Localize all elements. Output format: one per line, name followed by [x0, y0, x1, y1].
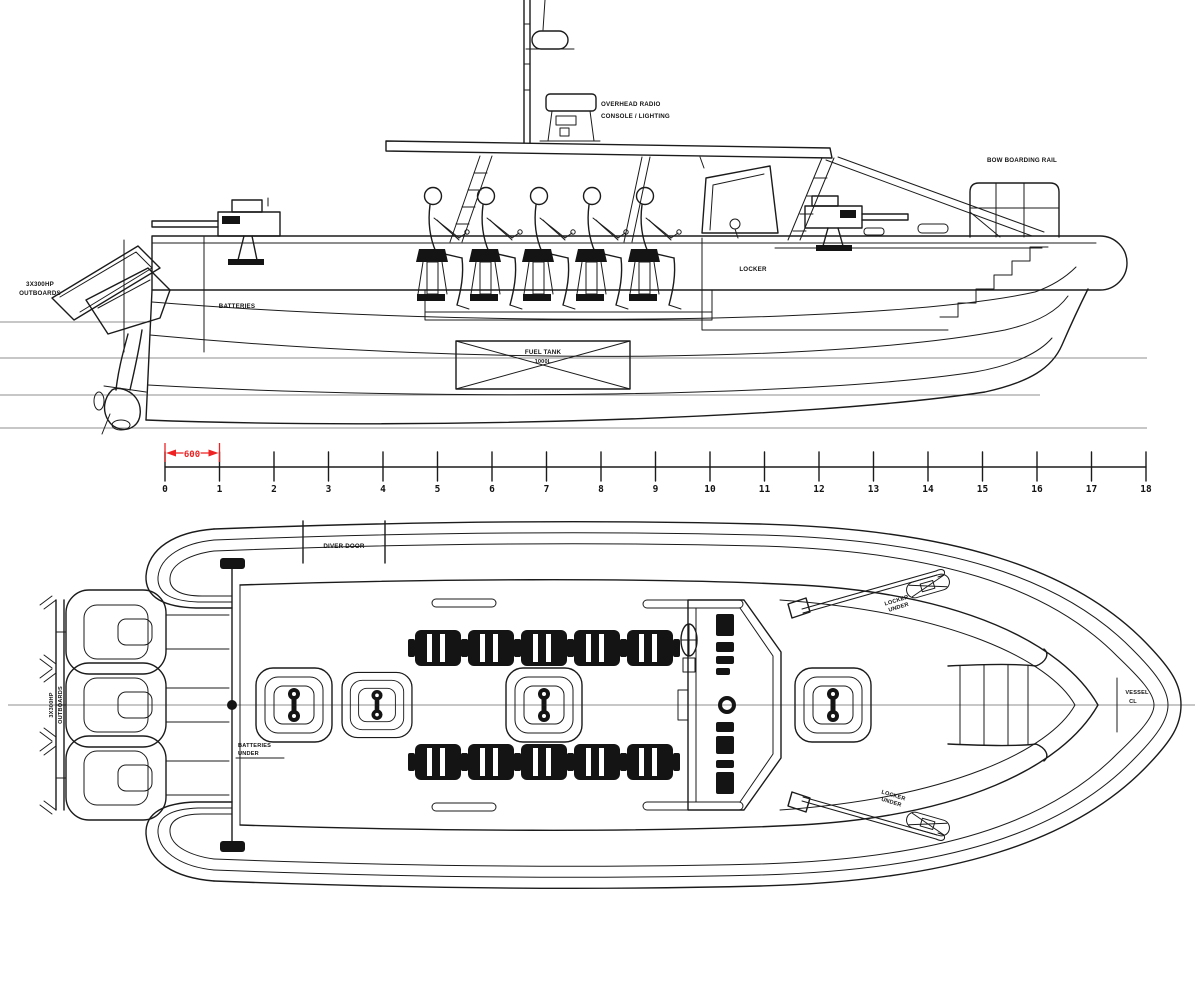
scale-tick-label: 14	[922, 484, 934, 495]
scale-tick-label: 16	[1031, 484, 1043, 495]
batteries-under-label: BATTERIES UNDER	[235, 743, 285, 759]
mast-and-electronics: OVERHEAD RADIO CONSOLE / LIGHTING	[523, 0, 670, 144]
scale-tick-label: 18	[1140, 484, 1152, 495]
scale-tick-label: 0	[162, 484, 168, 495]
locker-under-sb-line2: UNDER	[888, 602, 910, 614]
outboards-label-line1: 3X300HP	[26, 281, 54, 288]
waterlines	[0, 321, 1147, 429]
scale-tick-label: 3	[326, 484, 332, 495]
scale-tick-label: 6	[489, 484, 495, 495]
locker-label: LOCKER	[739, 266, 767, 273]
plan-outboards-label-line1: 3X300HP	[49, 692, 55, 717]
scale-tick-label: 7	[544, 484, 550, 495]
radar-dome	[531, 30, 569, 50]
scale-tick-label: 2	[271, 484, 277, 495]
dimension-text: 600	[184, 450, 200, 460]
deck-cleats-profile	[863, 223, 949, 236]
crew-figures	[415, 186, 682, 310]
bow-steps	[939, 246, 1049, 318]
t-top-canopy	[385, 140, 1045, 243]
locker-under-pt-line2: UNDER	[880, 797, 902, 809]
scale-tick-label: 8	[598, 484, 604, 495]
vessel-cl-marker: VESSEL CL	[1125, 690, 1149, 705]
transom-bulkhead	[220, 558, 245, 852]
hull-plan-outlines	[145, 521, 1182, 889]
batteries-label: BATTERIES	[219, 303, 255, 310]
side-view-profile: FUEL TANK 1000L 3X300HP OUTBOARDS	[0, 0, 1147, 435]
scale-tick-label: 10	[704, 484, 716, 495]
scale-tick-label: 15	[977, 484, 989, 495]
diver-door-label: DIVER DOOR	[323, 543, 365, 550]
outboards-label-line2: OUTBOARDS	[19, 290, 61, 297]
scale-tick-label: 12	[813, 484, 824, 495]
bow-rail-label: BOW BOARDING RAIL	[987, 157, 1057, 164]
helm-console-plan	[677, 599, 782, 811]
overhead-radio-label: OVERHEAD RADIO	[601, 101, 661, 108]
bow-boarding-rail: BOW BOARDING RAIL	[969, 157, 1060, 238]
stowed-boathook-starboard	[787, 569, 950, 619]
scale-tick-label: 4	[380, 484, 386, 495]
batteries-under-line1: BATTERIES	[238, 743, 271, 749]
locker-under-label-port: LOCKER UNDER	[880, 790, 906, 809]
outboards-plan: 3X300HP OUTBOARDS	[39, 589, 230, 821]
plan-outboards-label-line2: OUTBOARDS	[58, 686, 64, 724]
fuel-tank-label: FUEL TANK	[525, 349, 562, 356]
console-lighting-label: CONSOLE / LIGHTING	[601, 113, 670, 120]
scale-tick-label: 5	[435, 484, 441, 495]
scale-tick-label: 17	[1086, 484, 1097, 495]
scale-tick-label: 9	[653, 484, 659, 495]
fuel-tank: FUEL TANK 1000L	[455, 340, 631, 390]
aft-gun	[804, 195, 909, 251]
helm-console-profile	[699, 156, 779, 239]
scale-tick-label: 11	[759, 484, 771, 495]
fuel-tank-capacity: 1000L	[535, 359, 552, 365]
scale-tick-label: 13	[868, 484, 880, 495]
vessel-cl-line1: VESSEL	[1125, 690, 1149, 696]
vessel-cl-line2: CL	[1129, 699, 1137, 705]
deck-tracks	[431, 598, 744, 812]
batteries-under-line2: UNDER	[238, 751, 259, 757]
forward-gun	[151, 197, 281, 265]
plan-view: 3X300HP OUTBOARDS BATTERIES UNDER DIVER …	[8, 520, 1195, 889]
outboard-engines-profile: 3X300HP OUTBOARDS	[19, 245, 171, 435]
scale-tick-label: 1	[217, 484, 223, 495]
overhead-radio-box	[545, 93, 597, 112]
dimension-600: 600	[164, 443, 221, 462]
stowed-boathook-port	[787, 791, 950, 841]
diver-door: DIVER DOOR	[302, 520, 386, 564]
console-instruments	[716, 614, 736, 794]
bow-ladder-plan	[947, 648, 1048, 762]
hull-profile	[123, 236, 1089, 425]
locker-under-label-starboard: LOCKER UNDER	[884, 595, 910, 614]
